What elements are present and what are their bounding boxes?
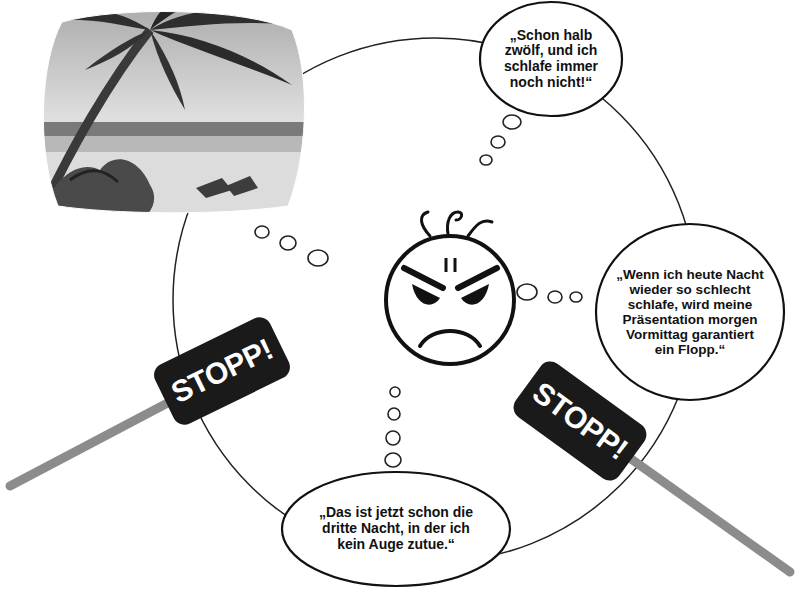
photo-bushes [70,171,118,182]
thought-dot [385,453,401,467]
palm-frond [150,0,200,30]
face-eyebrow [458,268,497,288]
thought-dot [491,136,505,148]
face-eyebrow [404,268,443,288]
photo-frame [43,12,304,213]
thought-dot [548,291,562,303]
beach-lounger [196,178,232,198]
thought-dot [388,408,400,420]
sign-label: STOPP! [526,375,633,466]
face-outline [386,236,514,364]
palm-frond [150,30,185,110]
thought-dot [503,115,521,129]
thought-bubble: „Schon halb zwölf, und ich schlafe immer… [478,0,624,118]
photo-beach [30,152,320,222]
face-mouth [420,331,480,346]
thought-text: „Das ist jetzt schon die dritte Nacht, i… [310,505,482,552]
angry-face [386,212,514,364]
photo-bushes [40,159,154,220]
bubble-ellipse [480,2,622,116]
palm-frond [85,30,150,70]
beach-lounger [226,176,258,196]
thought-dot [390,387,400,397]
face-eye [461,284,489,305]
thought-dot [280,236,296,250]
sign-label: STOPP! [166,332,278,410]
face-wrinkle [445,258,448,272]
stop-sign: STOPP! [150,313,294,428]
bubble-ellipse [282,472,510,586]
thought-dot [517,284,537,300]
thought-dot [570,292,582,302]
thought-dot [480,155,492,165]
thought-text: „Wenn ich heute Nacht wieder so schlecht… [615,267,765,358]
face-hair [421,212,430,236]
thought-dot [308,250,328,266]
thought-dot [255,226,269,238]
photo-sea [30,122,320,136]
thought-bubble: „Das ist jetzt schon die dritte Nacht, i… [280,470,512,588]
thought-bubble: „Wenn ich heute Nacht wieder so schlecht… [594,222,786,402]
thought-text: „Schon halb zwölf, und ich schlafe immer… [495,28,607,91]
face-hair [447,212,461,234]
bubble-ellipse [596,224,784,400]
thought-dot [386,431,400,445]
beach-photo [30,0,320,222]
face-wrinkle [454,258,457,272]
face-eye [412,284,440,305]
face-hair [468,221,492,236]
